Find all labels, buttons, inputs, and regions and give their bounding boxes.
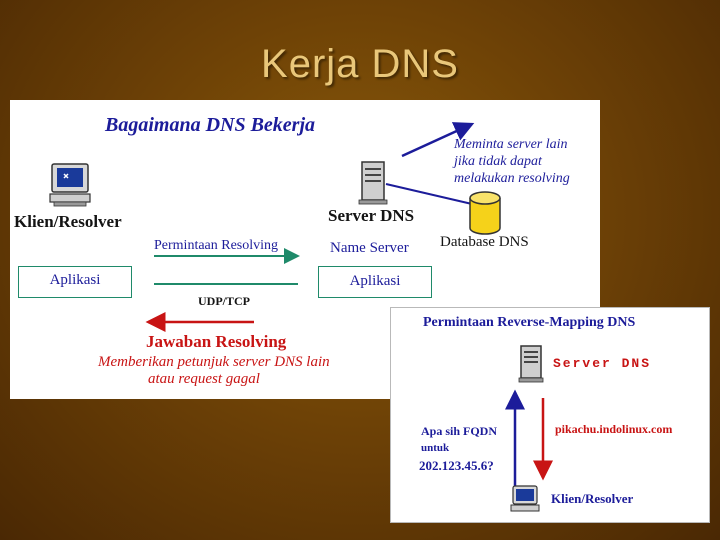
other-server-note-line3: melakukan resolving <box>454 171 570 186</box>
reverse-mapping-panel: Permintaan Reverse-Mapping DNS Server DN… <box>390 307 710 523</box>
reverse-query-line2: untuk <box>421 442 450 454</box>
client-application-box: Aplikasi <box>18 266 132 298</box>
client-label: Klien/Resolver <box>14 212 122 231</box>
name-server-label: Name Server <box>330 240 409 256</box>
main-diagram-graphics <box>49 122 501 332</box>
reverse-answer-host: pikachu.indolinux.com <box>555 422 673 436</box>
server-tower-icon <box>358 161 388 205</box>
reverse-query-ip: 202.123.45.6? <box>419 458 494 473</box>
request-label: Permintaan Resolving <box>154 238 279 253</box>
reverse-client-label: Klien/Resolver <box>551 491 634 506</box>
reverse-client-computer-icon <box>510 485 540 512</box>
server-application-label: Aplikasi <box>349 273 401 289</box>
dns-how-it-works-panel: Bagaimana DNS Bekerja Klien/Resolver Ser… <box>10 100 600 399</box>
reverse-query-line1: Apa sih FQDN <box>421 424 498 438</box>
answer-note-line1: Memberikan petunjuk server DNS lain <box>98 354 330 370</box>
server-label: Server DNS <box>328 206 415 225</box>
other-server-note-line2: jika tidak dapat <box>454 154 542 169</box>
reverse-heading: Permintaan Reverse-Mapping DNS <box>423 315 636 330</box>
protocol-label: UDP/TCP <box>198 294 250 308</box>
database-label: Database DNS <box>440 234 529 250</box>
main-heading: Bagaimana DNS Bekerja <box>105 114 316 136</box>
other-server-note-line1: Meminta server lain <box>454 137 568 152</box>
server-application-box: Aplikasi <box>318 266 432 298</box>
reverse-server-label: Server DNS <box>553 356 652 371</box>
answer-note-line2: atau request gagal <box>148 371 260 387</box>
database-cylinder-icon <box>469 191 501 235</box>
client-computer-icon <box>49 163 91 207</box>
slide-title: Kerja DNS <box>261 42 459 86</box>
reverse-server-tower-icon <box>518 345 544 383</box>
reverse-diagram-graphics <box>505 345 553 512</box>
client-application-label: Aplikasi <box>49 272 101 288</box>
server-to-database-line <box>385 183 473 205</box>
answer-label: Jawaban Resolving <box>146 332 287 351</box>
ask-other-server-arrow <box>401 122 475 158</box>
